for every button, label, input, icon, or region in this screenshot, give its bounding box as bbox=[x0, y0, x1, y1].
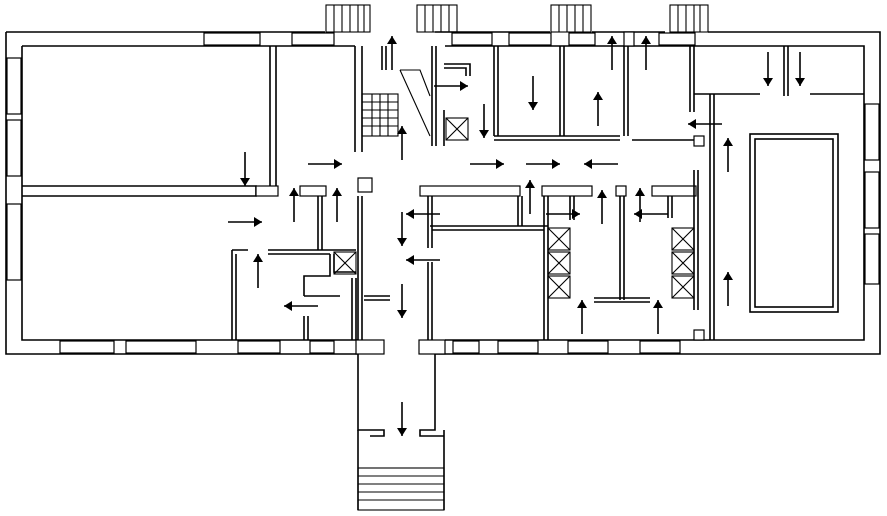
evacuation-arrow-icon bbox=[434, 81, 468, 91]
bottom-corridor bbox=[355, 339, 446, 511]
interior-walls bbox=[22, 31, 864, 341]
evacuation-arrow-icon bbox=[397, 402, 407, 436]
evacuation-arrow-icon bbox=[479, 104, 489, 138]
evacuation-arrow-icon bbox=[723, 272, 733, 306]
evacuation-arrow-icon bbox=[397, 284, 407, 318]
evacuation-arrow-icon bbox=[528, 76, 538, 110]
evacuation-arrow-icon bbox=[406, 209, 440, 219]
evacuation-arrows bbox=[228, 36, 805, 436]
evacuation-arrow-icon bbox=[308, 159, 342, 169]
evacuation-arrow-icon bbox=[470, 159, 504, 169]
outer-walls bbox=[5, 31, 881, 355]
evacuation-arrow-icon bbox=[584, 159, 618, 169]
evacuation-arrow-icon bbox=[723, 138, 733, 172]
evacuation-arrow-icon bbox=[406, 255, 440, 265]
evacuation-arrow-icon bbox=[763, 52, 773, 86]
evacuation-arrow-icon bbox=[526, 159, 560, 169]
evacuation-arrow-icon bbox=[653, 300, 663, 334]
evacuation-arrow-icon bbox=[228, 217, 262, 227]
evacuation-arrow-icon bbox=[593, 92, 603, 126]
windows bbox=[6, 32, 880, 354]
evacuation-arrow-icon bbox=[253, 254, 263, 288]
evacuation-arrow-icon bbox=[289, 188, 299, 222]
evacuation-arrow-icon bbox=[397, 126, 407, 160]
evacuation-arrow-icon bbox=[597, 190, 607, 224]
evacuation-arrow-icon bbox=[546, 209, 580, 219]
evacuation-arrow-icon bbox=[577, 300, 587, 334]
evacuation-arrow-icon bbox=[525, 180, 535, 214]
top-stairs bbox=[325, 4, 709, 33]
evacuation-arrow-icon bbox=[795, 52, 805, 86]
evacuation-arrow-icon bbox=[240, 152, 250, 186]
evacuation-arrow-icon bbox=[332, 188, 342, 222]
evacuation-arrow-icon bbox=[284, 301, 318, 311]
evacuation-arrow-icon bbox=[641, 36, 651, 70]
evacuation-arrow-icon bbox=[634, 209, 668, 219]
evacuation-arrow-icon bbox=[397, 212, 407, 246]
evacuation-arrow-icon bbox=[607, 36, 617, 70]
evacuation-arrow-icon bbox=[387, 36, 397, 70]
evacuation-arrow-icon bbox=[688, 119, 722, 129]
